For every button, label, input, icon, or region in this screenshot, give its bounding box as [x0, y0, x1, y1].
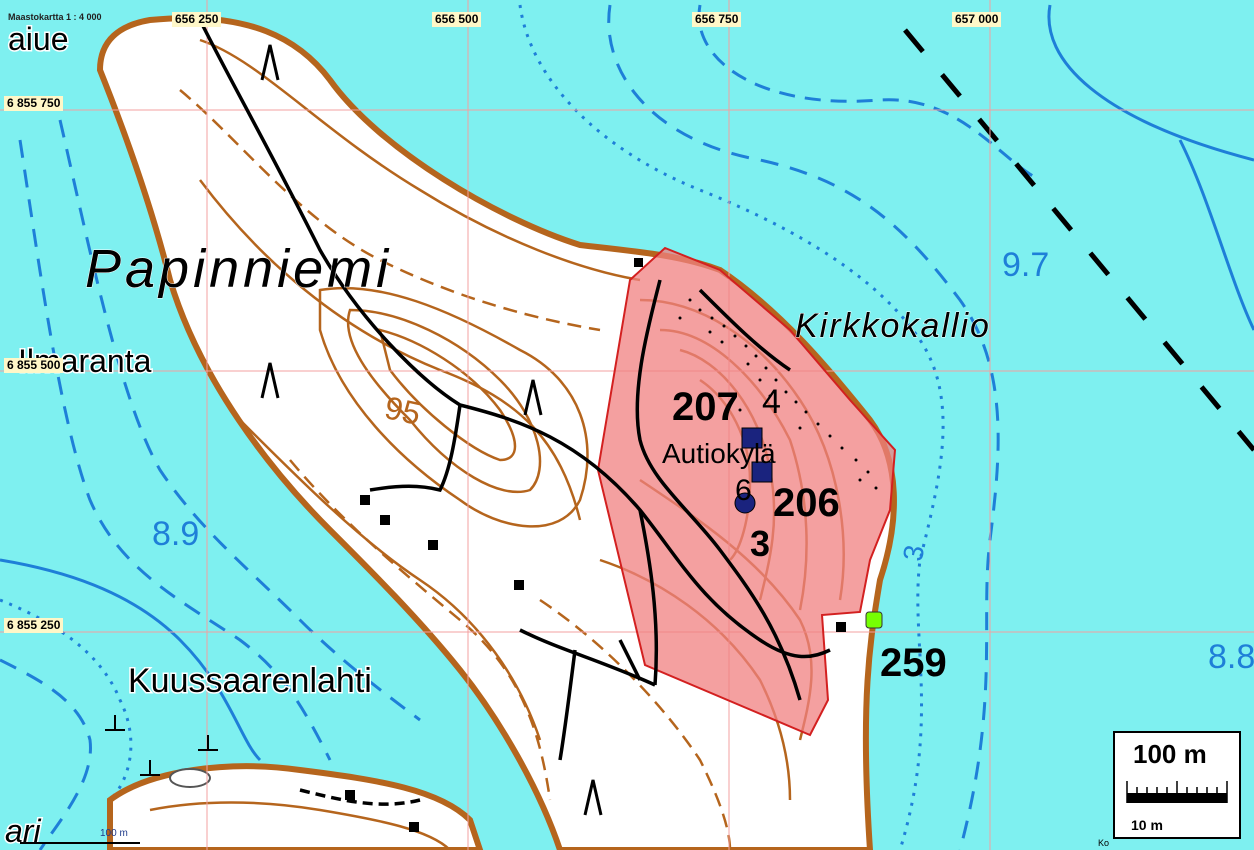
- rock-stipple: [678, 298, 878, 490]
- grid-label-x-656250: 656 250: [172, 12, 222, 27]
- depth-3: 3: [897, 543, 930, 564]
- island-land: [107, 763, 484, 850]
- site-marker-round[interactable]: [734, 492, 756, 514]
- grid-label-x-657000: 657 000: [952, 12, 1002, 27]
- site-marker-207[interactable]: [741, 427, 763, 449]
- scale-bar: 100 m 10 m: [1113, 731, 1241, 839]
- paths: [198, 19, 831, 806]
- scale-bar-graphic: [1126, 781, 1228, 803]
- building-markers: [345, 258, 846, 832]
- scale-bar-small-label: 10 m: [1131, 817, 1163, 833]
- site-number-3: 3: [750, 523, 770, 564]
- site-marker-206[interactable]: [751, 461, 773, 483]
- grid-label-x-656500: 656 500: [432, 12, 482, 27]
- label-autiokyla: Autiokylä: [662, 438, 776, 469]
- scale-bar-label: 100 m: [1133, 739, 1207, 769]
- rock-chevron-symbols: [260, 44, 603, 816]
- mini-scale-label: 100 m: [100, 828, 128, 839]
- label-aiue: aiue: [8, 21, 69, 57]
- grid-label-y-6855500: 6 855 500: [4, 358, 64, 373]
- depth-9-7: 9.7: [1002, 246, 1049, 284]
- corner-ko: Ko: [1098, 838, 1109, 848]
- label-kuussaarenlahti: Kuussaarenlahti: [128, 662, 372, 700]
- depth-symbols: [105, 715, 218, 776]
- site-number-6: 6: [735, 474, 752, 507]
- label-papinniemi: Papinniemi: [85, 239, 392, 299]
- site-number-4: 4: [762, 383, 781, 421]
- depth-contours: [0, 4, 1254, 850]
- grid-label-x-656750: 656 750: [692, 12, 742, 27]
- site-number-207: 207: [672, 385, 739, 429]
- map-scale-title: Maastokartta 1 : 4 000: [8, 12, 102, 22]
- depth-8-9: 8.9: [152, 515, 199, 553]
- label-kirkkokallio: Kirkkokallio: [795, 307, 991, 345]
- map-labels: Papinniemi Kirkkokallio Kuussaarenlahti …: [4, 20, 1254, 850]
- point-marker-259[interactable]: [865, 611, 883, 629]
- elevation-95: 95: [381, 389, 423, 432]
- mini-scale: 100 m: [20, 828, 140, 844]
- site-number-206: 206: [773, 481, 840, 525]
- grid-label-y-6855750: 6 855 750: [4, 96, 64, 111]
- site-number-259: 259: [880, 641, 947, 685]
- heritage-area-polygon[interactable]: [596, 246, 897, 737]
- depth-8-8: 8.8: [1208, 638, 1254, 676]
- small-island: [169, 768, 211, 788]
- grid-label-y-6855250: 6 855 250: [4, 618, 64, 633]
